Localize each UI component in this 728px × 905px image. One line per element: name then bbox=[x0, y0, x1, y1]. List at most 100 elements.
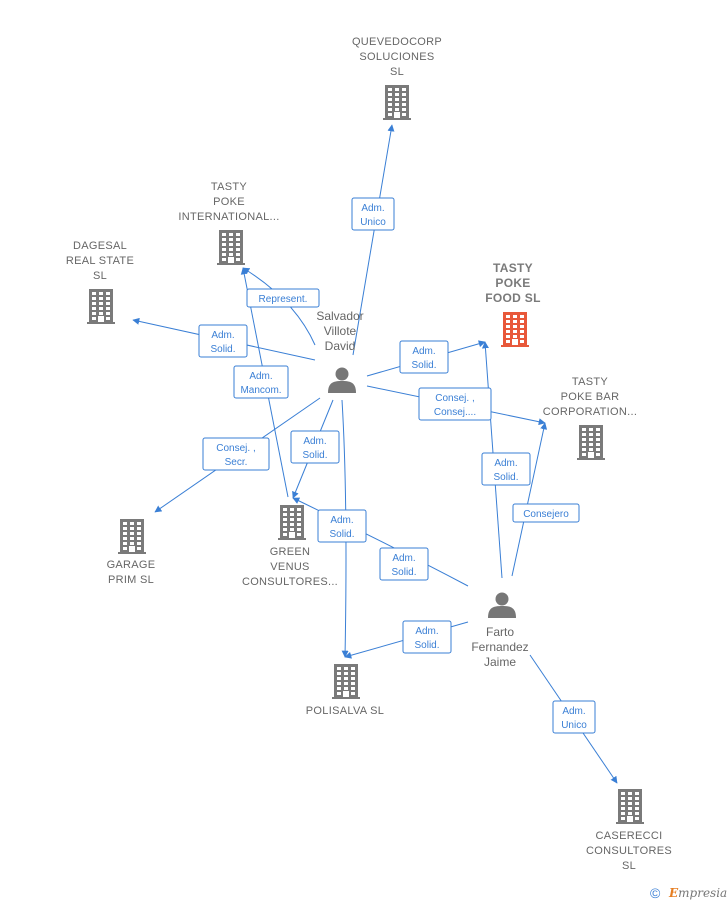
building-window bbox=[621, 802, 625, 805]
building-window bbox=[582, 443, 586, 446]
building-window bbox=[123, 522, 127, 525]
building-window bbox=[582, 428, 586, 431]
building-window bbox=[635, 802, 639, 805]
edge-label-box bbox=[552, 700, 596, 734]
node-label-line: VENUS bbox=[270, 561, 309, 573]
building-icon bbox=[383, 85, 411, 120]
building-window bbox=[99, 292, 103, 295]
building-window bbox=[402, 88, 406, 91]
building-window bbox=[402, 93, 406, 96]
building-window bbox=[589, 443, 593, 446]
edge-label[interactable]: Consejero bbox=[512, 503, 580, 523]
building-icon bbox=[217, 230, 245, 265]
edge-label-text: Consej. , bbox=[216, 443, 255, 454]
building-window bbox=[635, 792, 639, 795]
node-label-line: POLISALVA SL bbox=[306, 705, 384, 717]
building-window bbox=[351, 667, 355, 670]
building-window bbox=[106, 307, 110, 310]
edge-label-text: Consej.... bbox=[434, 407, 476, 418]
building-window bbox=[137, 527, 141, 530]
edge-label-box bbox=[402, 620, 452, 654]
building-window bbox=[297, 513, 301, 516]
edge-label-text: Solid. bbox=[411, 360, 436, 371]
building-window bbox=[506, 315, 510, 318]
building-window bbox=[395, 88, 399, 91]
building-window bbox=[137, 542, 141, 545]
copyright-icon: © bbox=[650, 885, 661, 901]
building-window bbox=[596, 428, 600, 431]
building-window bbox=[513, 335, 517, 338]
edge-label[interactable]: Adm.Unico bbox=[552, 700, 596, 734]
building-window bbox=[506, 325, 510, 328]
building-window bbox=[229, 233, 233, 236]
edge-label[interactable]: Adm.Solid. bbox=[198, 324, 248, 358]
building-window bbox=[222, 248, 226, 251]
edge-label[interactable]: Adm.Unico bbox=[351, 197, 395, 231]
building-window bbox=[520, 335, 524, 338]
edge-farto-to-green bbox=[292, 497, 469, 587]
building-window bbox=[337, 677, 341, 680]
building-window bbox=[297, 508, 301, 511]
building-window bbox=[395, 98, 399, 101]
building-window bbox=[635, 812, 639, 815]
building-window bbox=[596, 443, 600, 446]
building-icon bbox=[501, 312, 529, 347]
building-door bbox=[394, 112, 400, 119]
edge-label-box bbox=[202, 437, 270, 471]
building-base bbox=[577, 458, 605, 460]
building-window bbox=[635, 817, 639, 820]
building-window bbox=[99, 312, 103, 315]
person-icon bbox=[328, 367, 356, 393]
building-window bbox=[388, 108, 392, 111]
building-window bbox=[106, 317, 110, 320]
edge-label[interactable]: Adm. Solid. bbox=[481, 452, 531, 486]
edge-label[interactable]: Represent. bbox=[246, 288, 320, 308]
edge-label[interactable]: Adm.Solid. bbox=[399, 340, 449, 374]
edge-label[interactable]: Adm.Solid. bbox=[290, 430, 340, 464]
building-window bbox=[520, 330, 524, 333]
node-tasty-intl[interactable]: TASTYPOKEINTERNATIONAL... bbox=[178, 181, 279, 265]
building-window bbox=[520, 315, 524, 318]
edge-label[interactable]: Consej. ,Secr. bbox=[202, 437, 270, 471]
edge-label-text: Adm. bbox=[211, 330, 234, 341]
edge-label[interactable]: Adm.Solid. bbox=[379, 547, 429, 581]
building-window bbox=[137, 537, 141, 540]
building-window bbox=[520, 320, 524, 323]
building-window bbox=[351, 687, 355, 690]
node-polisalva[interactable]: POLISALVA SL bbox=[306, 664, 384, 717]
edge-label-text: Solid. bbox=[493, 472, 518, 483]
person-head bbox=[335, 367, 349, 381]
node-green[interactable]: GREENVENUSCONSULTORES... bbox=[242, 505, 338, 588]
edge-label-text: Adm. bbox=[249, 371, 272, 382]
edge-label-text: Unico bbox=[360, 217, 386, 228]
node-label-line: CONSULTORES... bbox=[242, 576, 338, 588]
node-label-line: INTERNATIONAL... bbox=[178, 211, 279, 223]
edge-label-text: Adm. bbox=[562, 706, 585, 717]
brand-name: Empresia bbox=[668, 886, 727, 900]
building-icon bbox=[332, 664, 360, 699]
building-window bbox=[582, 453, 586, 456]
node-label-line: POKE bbox=[213, 196, 245, 208]
node-label-line: POKE BAR bbox=[561, 391, 620, 403]
building-icon bbox=[118, 519, 146, 554]
building-window bbox=[402, 103, 406, 106]
edge-label[interactable]: Adm.Mancom. bbox=[233, 365, 289, 399]
edge-label[interactable]: Adm.Solid. bbox=[317, 509, 367, 543]
edge-label[interactable]: Adm.Solid. bbox=[402, 620, 452, 654]
building-window bbox=[92, 302, 96, 305]
edge-label-text: Adm. bbox=[494, 458, 517, 469]
brand-logo: © Empresia bbox=[650, 885, 727, 901]
node-label-line: Jaime bbox=[484, 655, 516, 669]
building-window bbox=[283, 523, 287, 526]
brand-rest: mpresia bbox=[678, 886, 727, 900]
edge-label[interactable]: Consej. ,Consej.... bbox=[418, 387, 492, 421]
building-window bbox=[388, 113, 392, 116]
